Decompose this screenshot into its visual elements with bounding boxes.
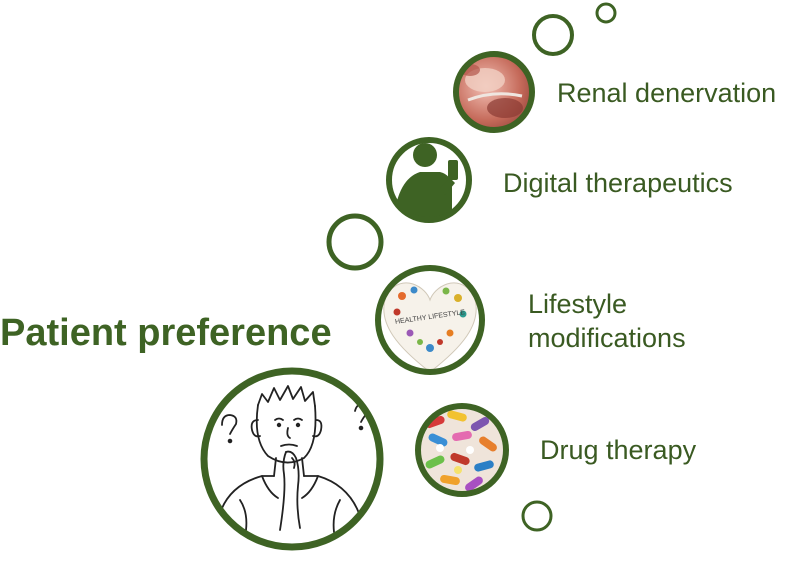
option-digital-therapeutics: Digital therapeutics: [503, 168, 733, 198]
bubble-medium-top: [532, 14, 574, 56]
option-lifestyle-line1: Lifestyle: [528, 289, 628, 319]
page-title: Patient preference: [0, 312, 332, 354]
renal-denervation-icon: [453, 51, 535, 133]
bubble-small-top: [595, 2, 617, 24]
digital-therapeutics-icon: [386, 137, 472, 223]
option-drug-therapy: Drug therapy: [540, 435, 697, 465]
bubble-medium-left: [326, 213, 384, 271]
option-lifestyle-modifications: Lifestyle modifications: [528, 287, 686, 355]
healthy-lifestyle-heart-icon: HEALTHY LIFESTYLE: [375, 265, 485, 375]
option-lifestyle-line2: modifications: [528, 323, 686, 353]
option-renal-denervation: Renal denervation: [557, 78, 777, 108]
thinking-person-icon: [200, 367, 384, 551]
pills-icon: [415, 403, 509, 497]
bubble-small-bottom: [521, 500, 553, 532]
